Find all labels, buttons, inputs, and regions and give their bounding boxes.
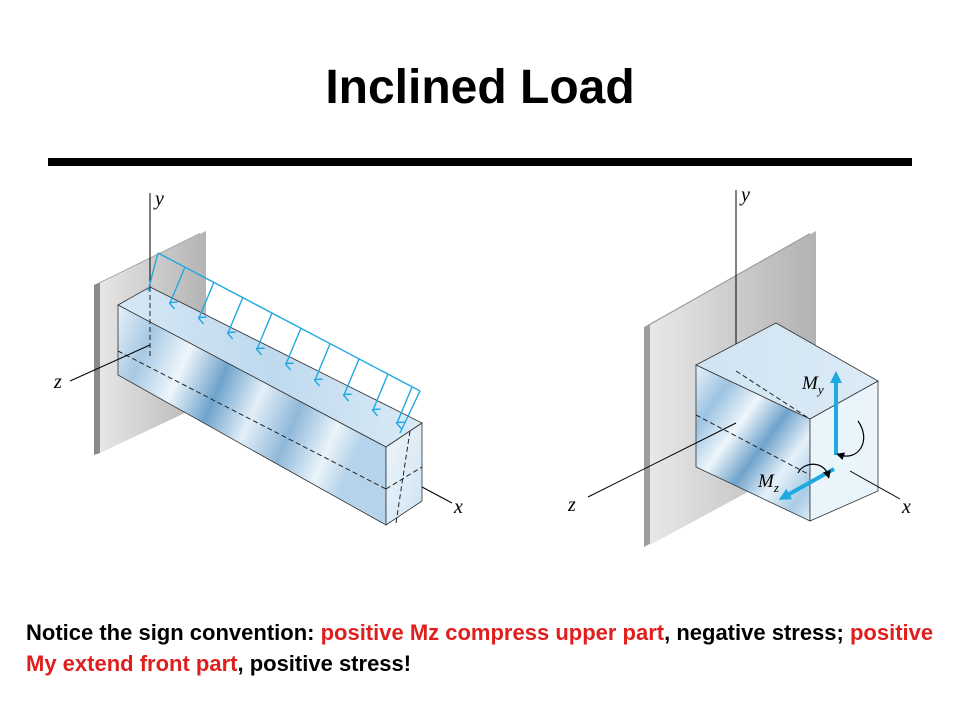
z-axis-label: z (53, 371, 62, 393)
title-divider (48, 158, 912, 166)
slide-title: Inclined Load (325, 61, 635, 114)
caption-text-1: Notice the sign convention: (26, 620, 321, 645)
x-axis: x (849, 470, 911, 518)
moment-my-rotation-icon (836, 420, 865, 461)
moment-my: My (801, 371, 865, 461)
caption-text-3: , positive stress! (237, 651, 412, 676)
inclined-distributed-load (147, 252, 421, 434)
caption-highlight-my: positive My extend front part (26, 620, 934, 676)
caption-highlight-mz: positive Mz compress upper part (320, 620, 665, 645)
cantilever-inclined-load-diagram: y z x (53, 188, 463, 526)
z-axis-label: z (567, 494, 576, 516)
x-axis-label: x (901, 496, 911, 518)
y-axis-label: y (153, 188, 164, 210)
cross-section-moment-diagram: y z x My Mz (567, 184, 911, 547)
moment-mz: Mz (757, 463, 835, 500)
y-axis-label: y (739, 184, 750, 206)
z-axis: z (567, 422, 737, 516)
caption-text-2: , negative stress; (664, 620, 850, 645)
moment-mz-label: Mz (757, 471, 779, 495)
x-axis: x (421, 486, 463, 518)
moment-my-label: My (801, 373, 824, 397)
cross-section-block (695, 322, 879, 522)
load-arrows (170, 266, 413, 423)
sign-convention-note: Notice the sign convention: positive Mz … (26, 617, 941, 679)
x-axis-label: x (453, 496, 463, 518)
z-axis: z (53, 344, 151, 393)
beam (117, 286, 423, 526)
moment-mz-rotation-icon (797, 463, 831, 479)
block-end-face (809, 380, 879, 522)
